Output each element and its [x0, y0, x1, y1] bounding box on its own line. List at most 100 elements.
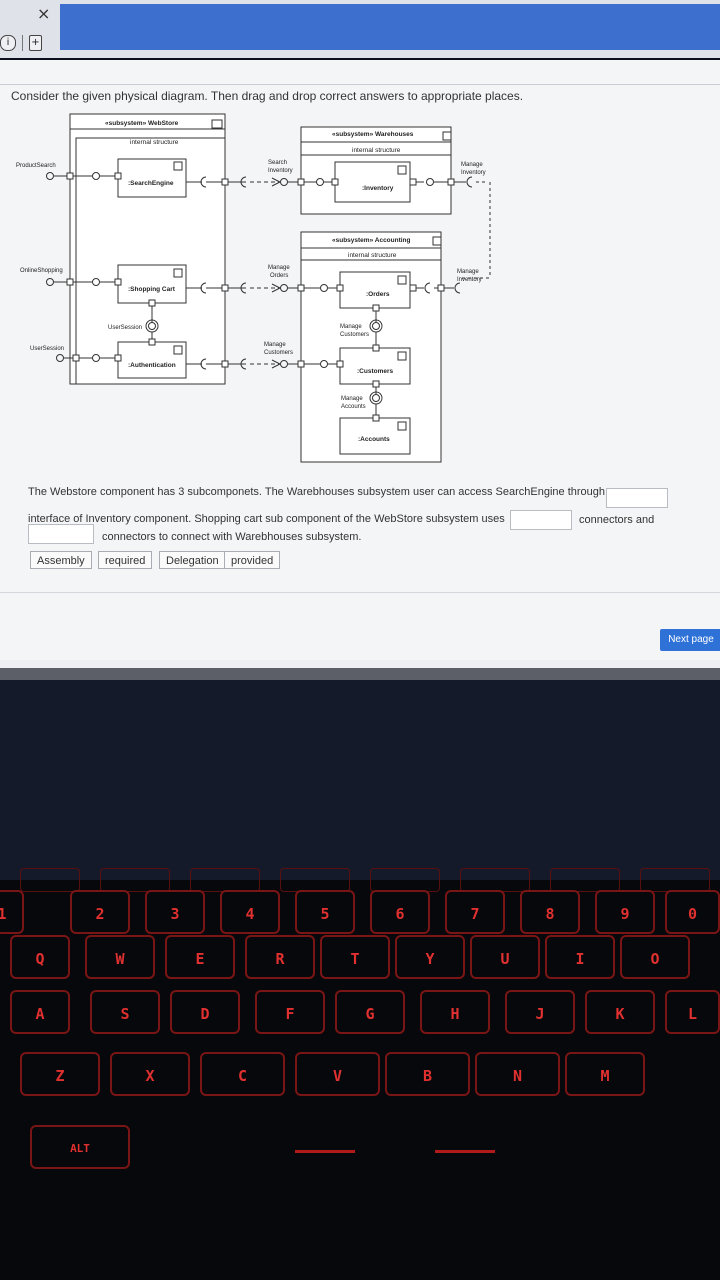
active-tab-strip[interactable]	[60, 4, 720, 50]
laptop-keyboard	[0, 880, 720, 1280]
add-document-icon[interactable]: +	[29, 35, 42, 51]
manage-inventory-right-label-1: Manage	[457, 269, 479, 275]
key-2: 2	[70, 890, 130, 934]
fill-line-1: The Webstore component has 3 subcomponet…	[28, 486, 606, 498]
key-1: 1	[0, 890, 24, 934]
key-x: X	[110, 1052, 190, 1096]
usersession-outer-label: UserSession	[30, 346, 64, 352]
customers-component	[339, 347, 411, 385]
fn-key	[280, 868, 350, 892]
spacebar-edge	[295, 1150, 355, 1153]
key-z: Z	[20, 1052, 100, 1096]
accounting-internal-label: internal structure	[348, 252, 397, 259]
card-top-divider	[0, 84, 720, 85]
key-h: H	[420, 990, 490, 1034]
choice-required[interactable]: required	[98, 551, 153, 569]
key-r: R	[245, 935, 315, 979]
fn-key	[460, 868, 530, 892]
key-0: 0	[665, 890, 720, 934]
key-l: L	[665, 990, 720, 1034]
manage-customers-label-1: Manage	[264, 342, 286, 348]
manage-customers-inner-label-2: Customers	[340, 332, 369, 338]
browser-top-bar: × i +	[0, 0, 720, 58]
drop-zone-2[interactable]	[510, 510, 572, 530]
choice-delegation[interactable]: Delegation	[159, 551, 226, 569]
key-m: M	[565, 1052, 645, 1096]
key-d: D	[170, 990, 240, 1034]
choice-provided[interactable]: provided	[224, 551, 281, 569]
search-inventory-label-2: Inventory	[268, 168, 293, 174]
orders-component	[339, 271, 411, 309]
searchengine-component	[117, 158, 187, 198]
key-7: 7	[445, 890, 505, 934]
physical-component-diagram: «subsystem» WebStore internal structure …	[16, 113, 491, 463]
close-icon[interactable]: ×	[37, 4, 51, 23]
key-g: G	[335, 990, 405, 1034]
fn-key	[100, 868, 170, 892]
fn-key	[370, 868, 440, 892]
webstore-internal-label: internal structure	[130, 139, 179, 146]
authentication-label: :Authentication	[128, 362, 176, 369]
fn-key	[550, 868, 620, 892]
key-v: V	[295, 1052, 380, 1096]
webstore-stereotype: «subsystem» WebStore	[105, 120, 179, 127]
drop-zone-3[interactable]	[28, 524, 94, 544]
key-q: Q	[10, 935, 70, 979]
shoppingcart-component	[117, 264, 187, 304]
customers-label: :Customers	[357, 368, 394, 375]
shoppingcart-label: :Shopping Cart	[128, 286, 176, 293]
fn-key	[190, 868, 260, 892]
key-k: K	[585, 990, 655, 1034]
key-c: C	[200, 1052, 285, 1096]
key-3: 3	[145, 890, 205, 934]
manage-inventory-right-label-2: Inventory	[457, 277, 482, 283]
key-6: 6	[370, 890, 430, 934]
key-e: E	[165, 935, 235, 979]
key-y: Y	[395, 935, 465, 979]
accounting-stereotype: «subsystem» Accounting	[332, 237, 411, 244]
screen-bottom-edge	[0, 668, 720, 680]
toolbar-divider	[22, 35, 23, 51]
component-icons	[173, 119, 452, 431]
usersession-inner-label: UserSession	[108, 325, 142, 331]
search-inventory-label-1: Search	[268, 160, 287, 166]
key-alt: ALT	[30, 1125, 130, 1169]
fn-key	[20, 868, 80, 892]
key-4: 4	[220, 890, 280, 934]
fill-line-2-tail: connectors and	[579, 514, 655, 526]
key-b: B	[385, 1052, 470, 1096]
orders-label: :Orders	[366, 291, 390, 298]
fn-key	[640, 868, 710, 892]
onlineshopping-label: OnlineShopping	[20, 268, 63, 274]
warehouses-stereotype: «subsystem» Warehouses	[332, 131, 414, 138]
question-text: Consider the given physical diagram. The…	[11, 89, 524, 103]
accounts-label: :Accounts	[358, 436, 390, 443]
choice-assembly[interactable]: Assembly	[30, 551, 92, 569]
drop-zone-1[interactable]	[606, 488, 668, 508]
spacebar-edge	[435, 1150, 495, 1153]
key-s: S	[90, 990, 160, 1034]
key-w: W	[85, 935, 155, 979]
fill-line-3: connectors to connect with Warebhouses s…	[102, 531, 362, 543]
key-f: F	[255, 990, 325, 1034]
manage-accounts-label-2: Accounts	[341, 404, 366, 410]
authentication-component	[117, 341, 187, 379]
key-o: O	[620, 935, 690, 979]
manage-orders-label-2: Orders	[270, 273, 288, 279]
inventory-component	[334, 161, 411, 203]
key-9: 9	[595, 890, 655, 934]
manage-inventory-top-label-2: Inventory	[461, 170, 486, 176]
key-j: J	[505, 990, 575, 1034]
productsearch-label: ProductSearch	[16, 163, 56, 169]
key-n: N	[475, 1052, 560, 1096]
manage-customers-inner-label-1: Manage	[340, 324, 362, 330]
laptop-bezel	[0, 680, 720, 880]
manage-accounts-label-1: Manage	[341, 396, 363, 402]
key-u: U	[470, 935, 540, 979]
manage-customers-label-2: Customers	[264, 350, 293, 356]
card-bottom-divider	[0, 592, 720, 593]
info-icon[interactable]: i	[0, 35, 16, 51]
key-8: 8	[520, 890, 580, 934]
next-page-button[interactable]: Next page	[660, 629, 720, 651]
warehouses-internal-label: internal structure	[352, 147, 401, 154]
